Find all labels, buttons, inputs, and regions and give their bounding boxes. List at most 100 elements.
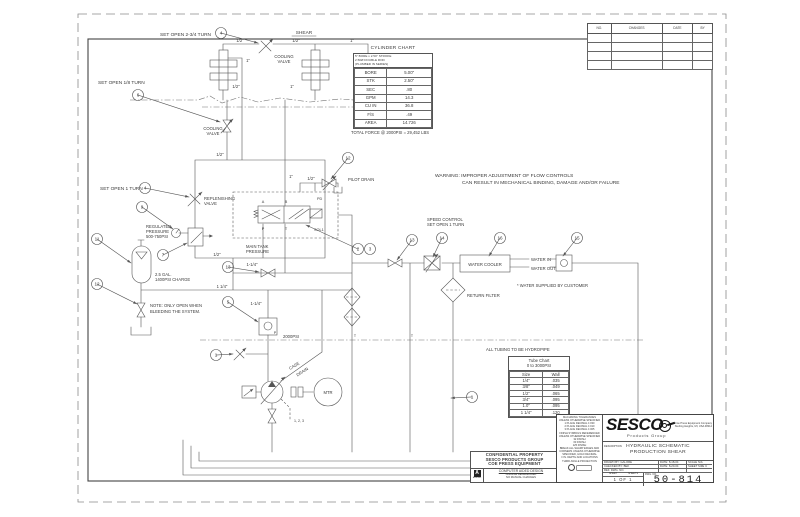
text-line: 0 to 3000PSI [526, 363, 552, 369]
text-line: 3 PLACE DECIMAL ±.005 [564, 428, 595, 432]
revision-empty-cell [692, 50, 713, 61]
text-line: 2 PLACE DECIMAL ±.010 [564, 425, 595, 429]
table-cell: .035 [542, 377, 569, 385]
sheet-label: SHEET [608, 472, 618, 476]
schematic-label: 2.5 GAL. [155, 272, 172, 277]
directional-valve-envelope [232, 191, 339, 239]
callout-item-1: 1 [210, 349, 234, 361]
text-line: UNLESS OTHERWISE SPECIFIED [558, 434, 601, 438]
sheet-borders [77, 13, 727, 503]
tubing-note: ALL TUBING TO BE HYDROPIPE [486, 347, 550, 352]
svg-text:13: 13 [409, 238, 415, 243]
revision-empty-row [587, 41, 713, 52]
schematic-label: 1/2" [236, 38, 244, 43]
table-cell: .095 [542, 402, 569, 411]
revision-empty-row [587, 50, 713, 61]
svg-text:15: 15 [574, 236, 580, 241]
trim-border [77, 13, 727, 503]
table-cell: .120 [542, 409, 569, 417]
table-cell: CU IN [353, 101, 388, 112]
text-line: 2.50Ø DOUBLE ROD [355, 57, 385, 62]
schematic-label: PILOT DRAIN [348, 177, 374, 182]
schematic-label: 1" [350, 38, 354, 43]
checked-by-cell: CHECKED BY: BEK [603, 465, 659, 470]
callout-item-4: 4 [215, 27, 259, 44]
coil-icon [659, 420, 671, 432]
table-row: 1/2".065 [508, 390, 569, 398]
schematic-label: REGULATED [146, 224, 171, 229]
callout-item-5: 5 [222, 296, 259, 323]
table-cell: GPM [353, 93, 388, 103]
pump-outlet-box [258, 317, 278, 336]
text-line: Tube Chart [528, 358, 550, 363]
text-line: 5" BORE x 2.50" STROKE [355, 53, 392, 58]
accumulator-icon [131, 245, 152, 284]
text-line: CORNERS UNLESS OTHERWISE [559, 450, 600, 454]
table-row: 3/4".095 [508, 396, 569, 404]
schematic-label: BLEEDING THE SYSTEM. [150, 309, 200, 314]
schematic-label: SOL1 [314, 228, 324, 232]
table-cell: .095 [542, 396, 569, 404]
schematic-label: 1, 2, 3 [294, 419, 304, 423]
text-line: FINISH SYMBOLS REFERENCED [559, 431, 600, 435]
tube-col-size: Size [508, 370, 544, 379]
svg-text:6: 6 [137, 93, 140, 98]
drawing-number-cell: DWG. NO. 50-814 [644, 473, 713, 486]
schematic-label: A [262, 200, 265, 204]
reducing-valve-icon [187, 227, 204, 247]
callout-item-3: 3 [364, 243, 376, 255]
revision-empty-row [587, 32, 713, 43]
revision-empty-cell [610, 50, 663, 61]
svg-text:16: 16 [497, 236, 503, 241]
schematic-label: PRESSURE [146, 229, 169, 234]
schematic-label: T [354, 334, 357, 338]
callout-item-14: 14 [432, 232, 448, 258]
revision-empty-cell [692, 41, 713, 52]
svg-text:4: 4 [220, 31, 223, 36]
schematic-label: SET OPEN 1/8 TURN [98, 80, 145, 86]
revision-empty-row [587, 59, 713, 70]
svg-text:5: 5 [227, 300, 230, 305]
schematic-label: RETURN FILTER [467, 293, 500, 298]
revision-empty-cell [661, 50, 694, 61]
schematic-label: MTR [323, 390, 332, 395]
schematic-label: CASE [288, 360, 300, 370]
drawn-by-cell: DRAWN BY: GALORE [603, 461, 659, 466]
table-row: 1.0".095 [508, 402, 569, 411]
callout-item-12: 12 [91, 278, 138, 305]
sesco-logo: SESCO [606, 415, 664, 434]
callout-item-11: 11 [91, 233, 132, 264]
revision-col-header: DATE [661, 23, 694, 34]
speed-control-valve-icon [423, 255, 441, 271]
table-cell: .80 [386, 85, 432, 95]
scale-cell: SCALE N/A [687, 461, 712, 466]
schematic-label: 1-1/4" [246, 262, 258, 267]
schematic-label: VALVE [204, 201, 217, 206]
schematic-label: PRESSURE [246, 249, 269, 254]
third-angle-projection-icon [557, 464, 602, 472]
table-cell: .065 [542, 390, 569, 398]
revision-empty-cell [692, 59, 713, 70]
schematic-label: VALVE [278, 59, 291, 64]
schematic-label: 1" [246, 58, 250, 63]
autocad-logo: A AutoCAD [471, 469, 484, 483]
text-line: 32 FINISH [573, 437, 586, 441]
bleed-valve-icon [136, 302, 146, 318]
schematic-label: 1/2" [216, 152, 224, 157]
svg-text:14: 14 [439, 236, 445, 241]
schematic-label: 1400PSI CHARGE [155, 277, 190, 282]
callout-item-4: 4 [139, 182, 190, 198]
schematic-label: 1 1/4" [217, 284, 228, 289]
drawing-border [87, 38, 713, 482]
table-row: SEC.80 [353, 85, 432, 95]
revision-empty-cell [610, 41, 663, 52]
